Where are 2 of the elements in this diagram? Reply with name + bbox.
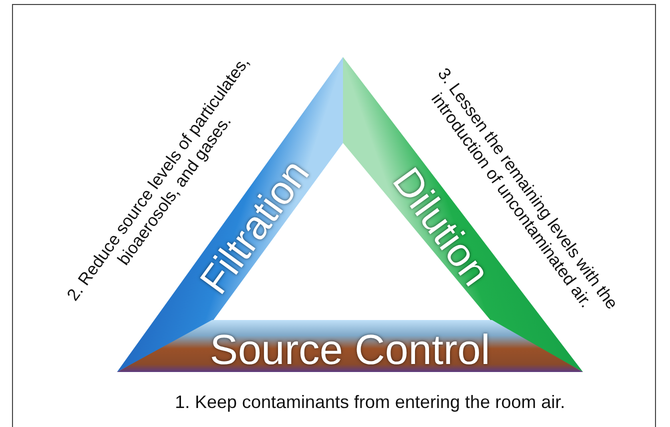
band-title: Source Control xyxy=(210,329,490,371)
side-caption: 1. Keep contaminants from entering the room air. xyxy=(174,392,566,414)
